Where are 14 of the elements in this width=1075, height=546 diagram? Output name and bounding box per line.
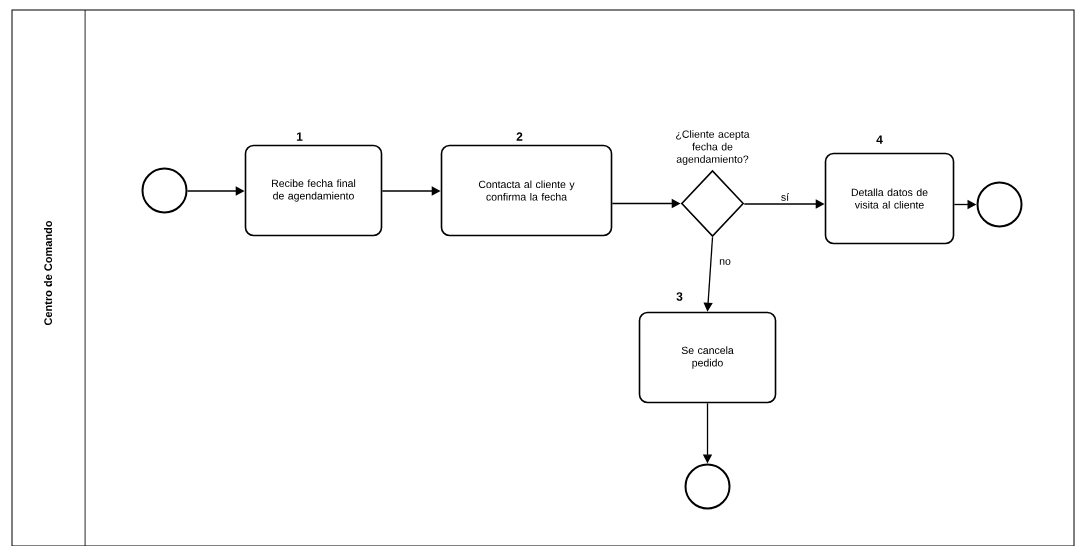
step-number: 1 [296, 132, 303, 141]
edge-label: no [718, 258, 732, 266]
edge-label: sí [779, 192, 791, 202]
step-number: 3 [676, 292, 683, 301]
step-number: 2 [516, 132, 523, 141]
task-box: Recibe fecha final de agendamiento [244, 144, 383, 237]
step-number: 4 [876, 135, 883, 144]
task-box: Contacta al cliente y confirma la fecha [440, 144, 613, 237]
task-box: Se cancela pedido [638, 311, 777, 404]
question-text: ¿Cliente acepta fecha de agendamiento? [676, 130, 750, 165]
event-circle [976, 181, 1023, 228]
event-circle [141, 167, 188, 214]
task-box: Detalla datos de visita al cliente [824, 152, 955, 245]
event-circle [684, 463, 731, 510]
